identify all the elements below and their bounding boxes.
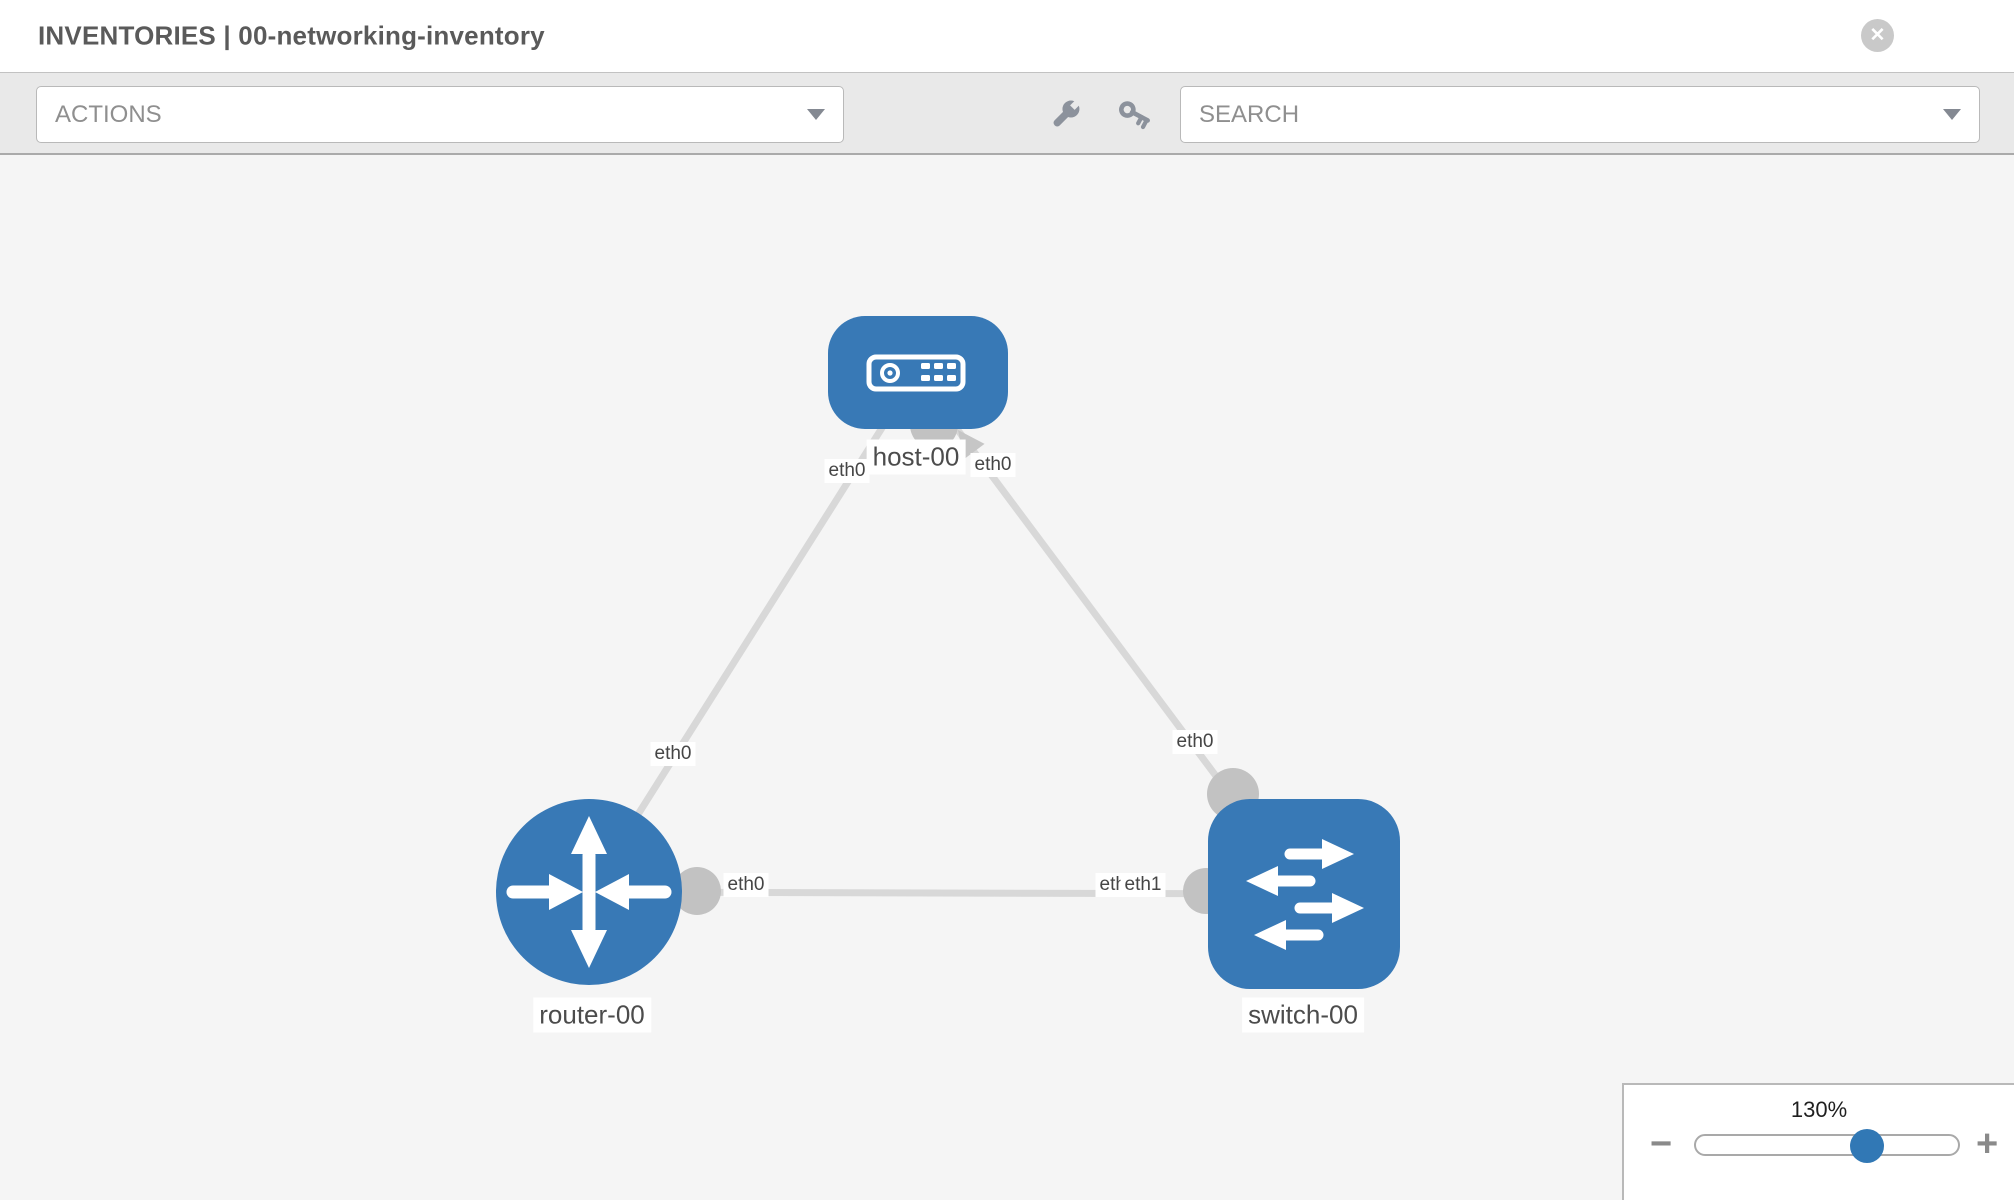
zoom-control-panel: 130% − +	[1622, 1083, 2014, 1200]
close-button[interactable]: ✕	[1861, 19, 1894, 52]
connectors-layer	[673, 401, 1259, 915]
zoom-out-button[interactable]: −	[1650, 1123, 1673, 1165]
switch-arrows-icon	[1246, 839, 1364, 950]
panel-header: INVENTORIES | 00-networking-inventory ✕	[0, 0, 2014, 72]
iface-label-host-eth0-left: eth0	[824, 459, 870, 483]
zoom-slider-thumb[interactable]	[1850, 1129, 1884, 1163]
router-arrows-icon	[506, 816, 672, 968]
host-server-icon	[866, 354, 966, 392]
node-host[interactable]	[828, 316, 1008, 429]
chevron-down-icon	[807, 109, 825, 120]
toolbar: ACTIONS SEARCH	[0, 72, 2014, 155]
iface-label-switch-top-eth0: eth0	[1172, 730, 1218, 754]
topology-graph	[496, 316, 1400, 989]
node-router[interactable]	[496, 799, 682, 985]
iface-label-router-right-eth0: eth0	[723, 873, 769, 897]
node-label-router: router-00	[533, 997, 651, 1033]
search-dropdown[interactable]: SEARCH	[1180, 86, 1980, 143]
zoom-in-button[interactable]: +	[1976, 1123, 1999, 1165]
iface-label-host-eth0-right: eth0	[970, 453, 1016, 477]
page-title: INVENTORIES | 00-networking-inventory	[38, 20, 545, 51]
key-icon[interactable]	[1112, 95, 1154, 137]
zoom-level-value: 130%	[1790, 1097, 1848, 1122]
zoom-slider-track[interactable]	[1694, 1129, 1960, 1163]
node-label-host: host-00	[866, 439, 966, 475]
connector-router-eth0[interactable]	[673, 867, 721, 915]
iface-label-switch-left-eth1: eth1	[1120, 873, 1166, 897]
iface-label-router-top-eth0: eth0	[650, 742, 696, 766]
actions-dropdown[interactable]: ACTIONS	[36, 86, 844, 143]
actions-dropdown-label: ACTIONS	[55, 100, 162, 128]
wrench-icon[interactable]	[1045, 95, 1087, 137]
chevron-down-icon	[1943, 109, 1961, 120]
node-label-switch: switch-00	[1242, 997, 1364, 1033]
close-icon: ✕	[1869, 25, 1886, 46]
node-switch[interactable]	[1208, 799, 1400, 989]
search-dropdown-label: SEARCH	[1199, 100, 1300, 128]
topology-canvas[interactable]: host-00 router-00 switch-00 eth0 eth0 et…	[0, 155, 2014, 1200]
